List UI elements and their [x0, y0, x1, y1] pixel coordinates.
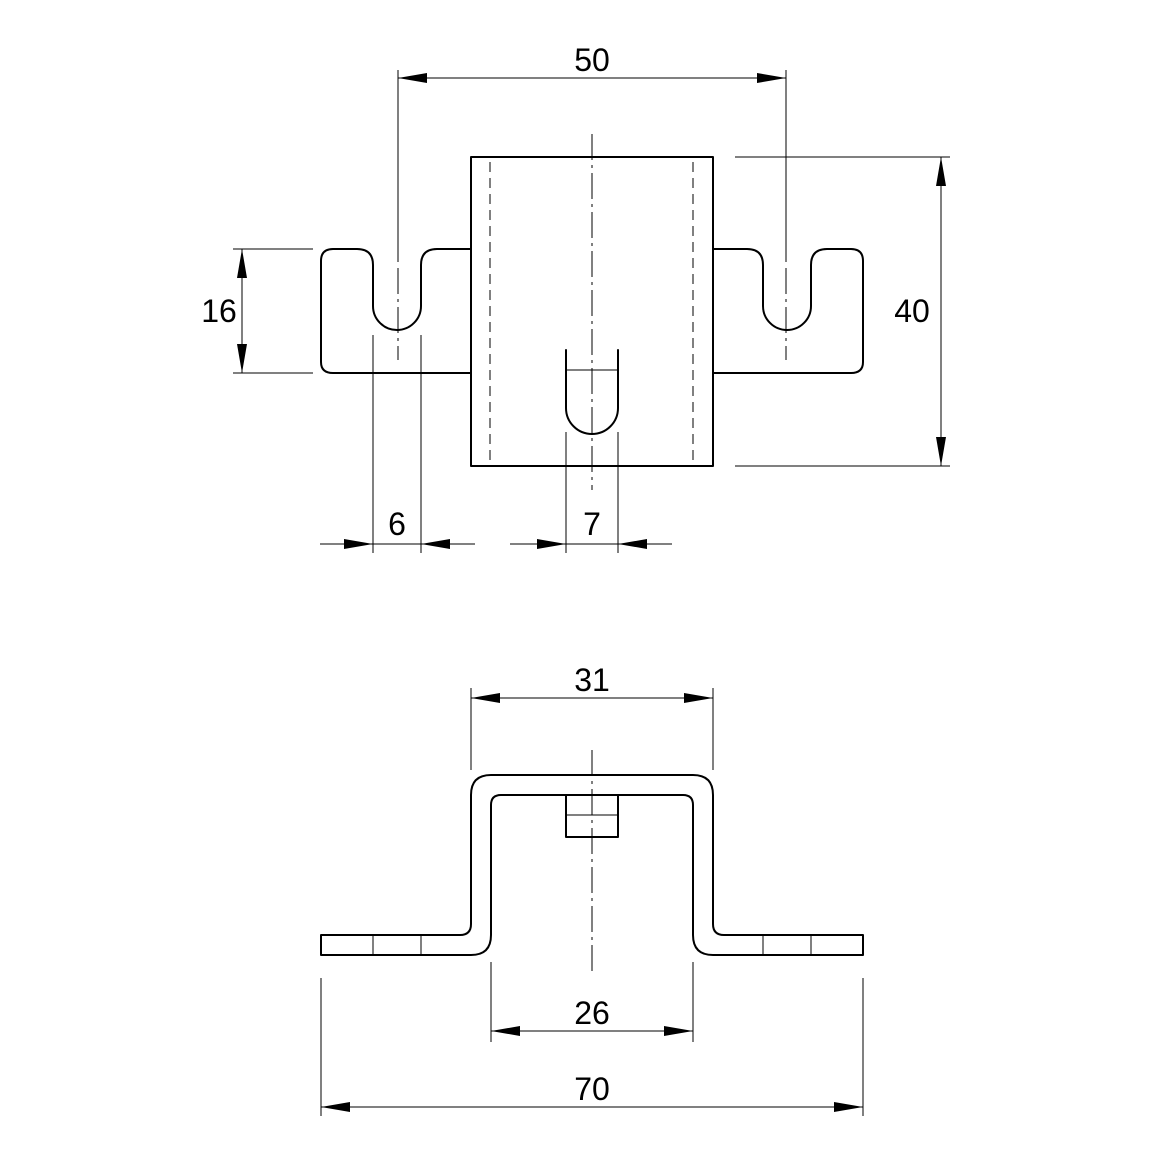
dim-7-arrow-left	[537, 539, 566, 549]
top-view-right-tab	[712, 248, 864, 374]
dim-50-arrow-left	[398, 73, 427, 83]
front-view: 31 26 70	[320, 662, 864, 1116]
dim-31-arrow-right	[684, 693, 713, 703]
dim-7-label: 7	[583, 506, 601, 542]
dim-70-label: 70	[574, 1071, 610, 1107]
dim-16-label: 16	[201, 293, 237, 329]
dim-16-arrow-top	[237, 249, 247, 278]
top-view-left-tab	[320, 248, 472, 374]
front-view-profile	[320, 774, 864, 956]
dim-26-arrow-right	[664, 1026, 693, 1036]
top-view-center-slot	[565, 349, 619, 435]
dim-40-arrow-bottom	[936, 437, 946, 466]
dim-6-arrow-left	[344, 539, 373, 549]
dim-6-arrow-right	[421, 539, 450, 549]
dim-40-arrow-top	[936, 157, 946, 186]
dim-31-arrow-left	[471, 693, 500, 703]
dim-50-arrow-right	[757, 73, 786, 83]
dim-70-arrow-left	[321, 1102, 350, 1112]
top-view: 50 40 16 6 7	[201, 42, 950, 553]
dim-70-arrow-right	[834, 1102, 863, 1112]
dim-50-label: 50	[574, 42, 610, 78]
dim-26-arrow-left	[491, 1026, 520, 1036]
dim-7-arrow-right	[618, 539, 647, 549]
dim-26-label: 26	[574, 995, 610, 1031]
dim-16-arrow-bottom	[237, 344, 247, 373]
dim-6-label: 6	[388, 506, 406, 542]
dim-31-label: 31	[574, 662, 610, 698]
dim-40-label: 40	[894, 293, 930, 329]
